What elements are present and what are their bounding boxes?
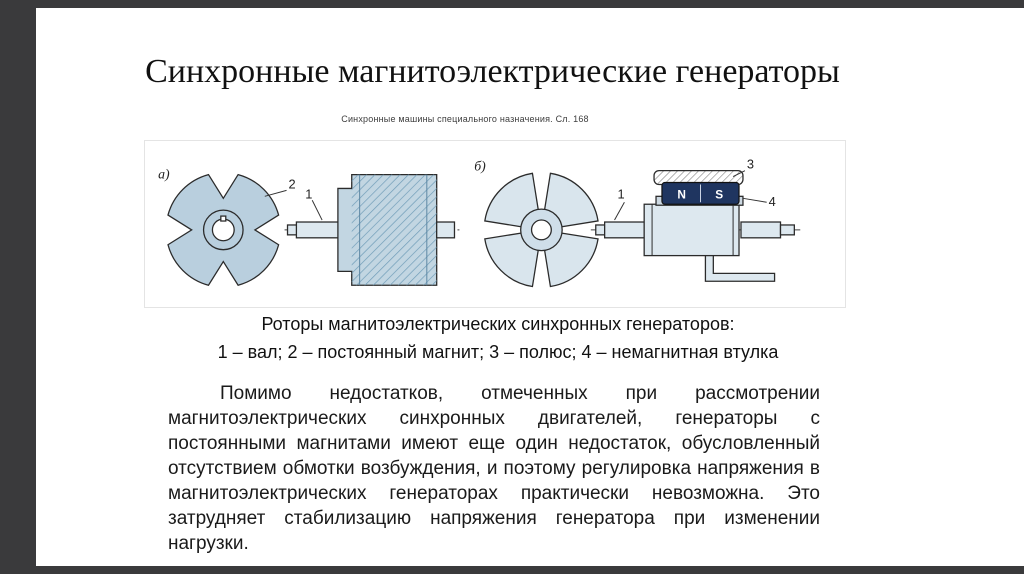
figure-caption-legend: 1 – вал; 2 – постоянный магнит; 3 – полю… (217, 342, 779, 362)
figure-label-a: а) (158, 167, 170, 183)
callout-2-magnet: 2 (289, 176, 296, 191)
slide-subtitle: Синхронные машины специального назначени… (341, 114, 589, 124)
slide-title: Синхронные магнитоэлектрические генерато… (145, 53, 840, 90)
figure-label-b: б) (474, 159, 486, 175)
callout-1-shaft-a: 1 (305, 186, 312, 201)
claw-bracket (704, 254, 776, 282)
shaft-left-a (295, 221, 341, 239)
magnet-north-label: N (677, 187, 686, 201)
figure-caption: Роторы магнитоэлектрических синхронных г… (36, 310, 960, 366)
body-paragraph: Помимо недостатков, отмеченных при рассм… (168, 383, 820, 554)
shaft-right-a (436, 221, 456, 239)
rotor-a-keyway (220, 215, 227, 222)
callout-1-shaft-b: 1 (617, 186, 624, 201)
rotor-b-shaft-hole (530, 219, 552, 241)
callout-4-sleeve: 4 (769, 194, 776, 209)
rotors-diagram: а) 2 1 (158, 157, 803, 288)
rotor-a-cross-section (167, 173, 280, 286)
magnet-south-label: S (715, 187, 723, 201)
rotor-b-cross-section (484, 172, 599, 288)
rotor-a-shaft-hole (211, 218, 235, 242)
figure-caption-title: Роторы магнитоэлектрических синхронных г… (261, 314, 735, 334)
rotor-body (643, 203, 740, 257)
shaft-left-b (604, 221, 645, 239)
slide: Синхронные магнитоэлектрические генерато… (36, 8, 1024, 566)
rotor-a-hub (202, 209, 244, 251)
magnet-side-view: 1 (286, 173, 456, 286)
shaft-right-b (740, 221, 782, 239)
claw-rotor-side-view: N S 1 3 4 (595, 157, 795, 282)
rotors-figure: а) 2 1 (144, 140, 846, 308)
callout-3-pole: 3 (747, 157, 754, 172)
